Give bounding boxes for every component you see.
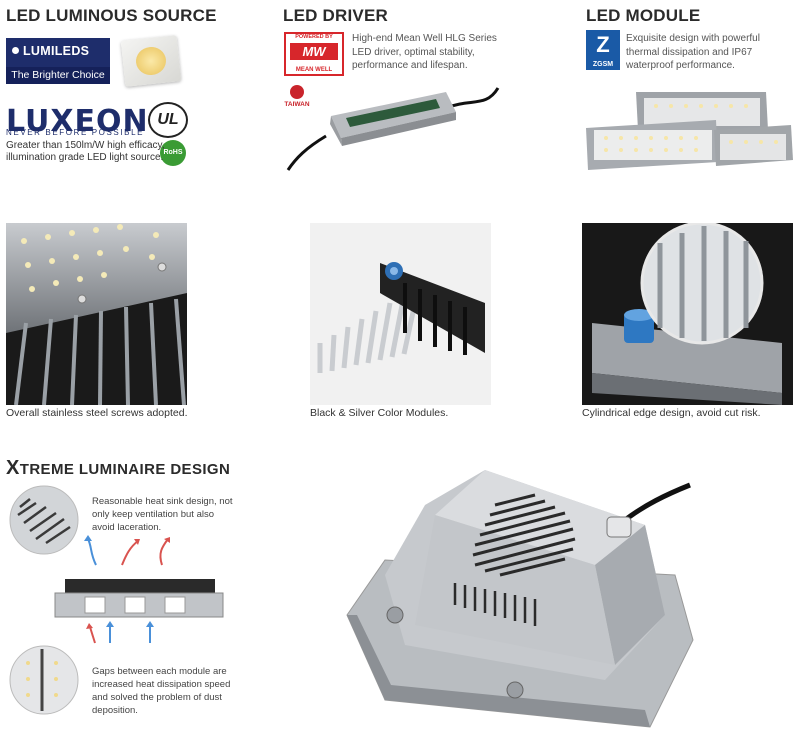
luminaire-product-image [346,470,694,728]
meanwell-powered-by: POWERED BY [295,34,333,40]
module-desc-line3: waterproof performance. [626,60,735,71]
edge-caption: Cylindrical edge design, avoid cut risk. [582,407,761,419]
taiwan-badge: TAIWAN [283,85,311,115]
taiwan-circle-icon [290,85,304,99]
gaps-note: Gaps between each module are increased h… [92,665,230,717]
led-driver-heading: LED DRIVER [283,6,388,25]
xtreme-heading-initial: X [6,457,20,479]
driver-desc-line2: LED driver, optimal stability, [352,46,475,58]
heatsink-note-line3: avoid laceration. [92,522,162,533]
led-source-heading: LED LUMINOUS SOURCE [6,6,217,25]
lumileds-brand: LUMILEDS [23,44,90,58]
source-description: Greater than 150lm/W high efficacy, illu… [6,140,165,164]
luxeon-logo: LUXEON [6,104,149,139]
meanwell-mark: MW [290,43,338,60]
gaps-note-line3: and solved the problem of dust [92,692,222,703]
gaps-note-line2: increased heat dissipation speed [92,679,231,690]
heatsink-detail-image [9,485,79,555]
zgsm-z-icon: Z [596,32,610,57]
screws-photo [6,223,187,405]
lumileds-logo: LUMILEDS The Brighter Choice [6,38,110,84]
module-desc-line2: thermal dissipation and IP67 [626,46,753,58]
source-desc-line2: illumination grade LED light source. [6,152,164,163]
xtreme-heading-rest: TREME LUMINAIRE DESIGN [19,461,231,478]
airflow-diagram [54,535,224,644]
module-description: Exquisite design with powerful thermal d… [626,32,760,73]
gaps-note-line4: deposition. [92,705,138,716]
zgsm-badge: Z ZGSM [586,30,620,70]
module-gap-detail-image [9,645,79,715]
screws-caption: Overall stainless steel screws adopted. [6,407,188,419]
heatsink-note-line1: Reasonable heat sink design, not [92,496,233,507]
meanwell-badge: POWERED BY MW MEAN WELL [284,32,344,76]
module-desc-line1: Exquisite design with powerful [626,33,760,44]
heatsink-note-line2: only keep ventilation but also [92,509,214,520]
luxeon-tagline: NEVER BEFORE POSSIBLE [6,128,145,137]
meanwell-name: MEAN WELL [295,67,333,73]
rohs-certification-icon: RoHS [160,140,186,166]
edge-photo [582,223,793,405]
zgsm-label: ZGSM [592,61,614,68]
driver-description: High-end Mean Well HLG Series LED driver… [352,32,497,73]
driver-desc-line3: performance and lifespan. [352,60,468,71]
heatsink-note: Reasonable heat sink design, not only ke… [92,495,233,534]
xtreme-heading: XTREME LUMINAIRE DESIGN [6,457,230,480]
led-module-heading: LED MODULE [586,6,701,25]
ul-certification-icon: UL [148,102,188,138]
modules-caption: Black & Silver Color Modules. [310,407,449,419]
driver-desc-line1: High-end Mean Well HLG Series [352,33,497,44]
taiwan-label: TAIWAN [284,101,310,108]
gaps-note-line1: Gaps between each module are [92,666,227,677]
led-modules-image [586,92,793,170]
led-chip-image [120,35,182,87]
source-desc-line1: Greater than 150lm/W high efficacy, [6,140,165,151]
lumileds-tagline: The Brighter Choice [6,67,110,84]
led-driver-image [286,87,500,171]
lumileds-dot-icon [12,47,19,54]
modules-photo [310,223,491,405]
